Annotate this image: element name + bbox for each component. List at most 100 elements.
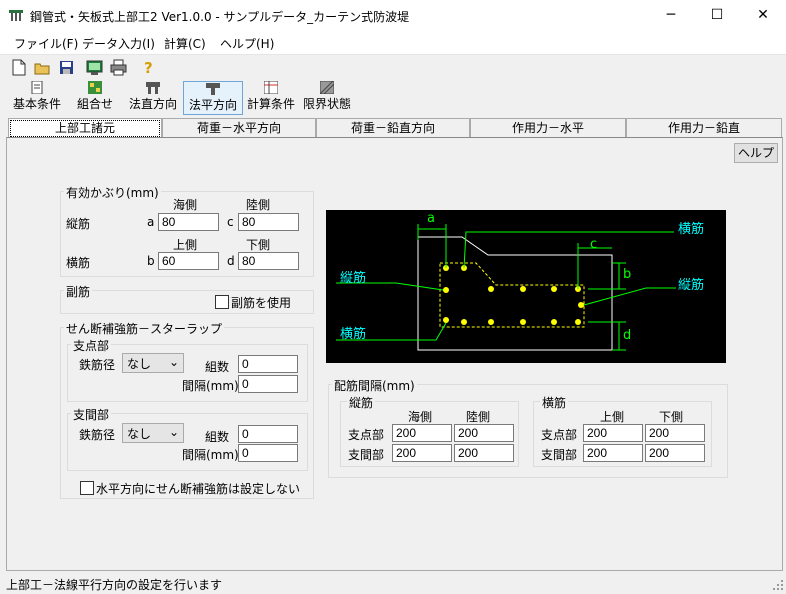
- cover-col-up: 上側: [173, 238, 198, 252]
- chevron-down-icon: ⌄: [168, 355, 179, 369]
- help-button[interactable]: ヘルプ: [734, 143, 778, 163]
- menu-help[interactable]: ヘルプ(H): [220, 37, 275, 51]
- shear-span-dia-label: 鉄筋径: [79, 428, 116, 442]
- hatch-icon: [319, 80, 335, 95]
- cover-c-label: c: [227, 215, 234, 229]
- diagram-label-tate-left: 縦筋: [340, 271, 367, 286]
- cover-row-horizontal: 横筋: [66, 256, 91, 270]
- shear-support-dia-label: 鉄筋径: [79, 358, 116, 372]
- spacing-group-title: 配筋間隔(mm): [332, 377, 417, 394]
- shear-support-dia-select[interactable]: なし ⌄: [122, 353, 184, 373]
- cover-col-down: 下側: [246, 238, 271, 252]
- sub-bar-group: [60, 290, 314, 314]
- tab-load-horizontal[interactable]: 荷重－水平方向: [162, 118, 316, 138]
- shear-span-title: 支間部: [71, 406, 112, 423]
- toolbar-basic-conditions[interactable]: 基本条件: [8, 80, 66, 113]
- dim-b-label: b: [623, 267, 632, 282]
- menu-calc[interactable]: 計算(C): [164, 37, 206, 51]
- shear-span-dia-select[interactable]: なし ⌄: [122, 423, 184, 443]
- maximize-button[interactable]: ☐: [710, 7, 724, 23]
- spacing-horizontal-support-down[interactable]: [645, 424, 705, 442]
- spacing-horizontal-row2: 支間部: [541, 448, 578, 462]
- section-icon: [146, 81, 160, 94]
- spacing-horizontal-support-up[interactable]: [583, 424, 643, 442]
- resize-grip-icon[interactable]: [772, 579, 784, 591]
- shear-span-spacing-label: 間隔(mm): [182, 448, 239, 462]
- section-icon: [206, 82, 220, 95]
- cover-a-label: a: [147, 215, 155, 229]
- spacing-vertical-col2: 陸側: [466, 410, 491, 424]
- sub-bar-title: 副筋: [64, 283, 93, 300]
- shear-span-count-input[interactable]: [238, 425, 298, 443]
- save-icon[interactable]: [58, 59, 75, 76]
- shear-support-count-input[interactable]: [238, 355, 298, 373]
- shear-support-count-label: 組数: [205, 360, 230, 374]
- toolbar-parallel-direction[interactable]: 法平方向: [183, 81, 243, 115]
- spacing-horizontal-span-down[interactable]: [645, 444, 705, 462]
- diagram-label-yoko-top: 横筋: [678, 222, 705, 237]
- cover-d-label: d: [227, 254, 235, 268]
- dim-a-label: a: [427, 211, 435, 226]
- toolbar-combination[interactable]: 組合せ: [66, 81, 124, 113]
- cover-group: [60, 191, 314, 277]
- cover-a-input[interactable]: [158, 213, 219, 231]
- toolbar-normal-direction[interactable]: 法直方向: [124, 81, 182, 113]
- cover-c-input[interactable]: [238, 213, 299, 231]
- print-icon[interactable]: [110, 59, 127, 76]
- cover-b-input[interactable]: [158, 252, 219, 270]
- spacing-vertical-support-land[interactable]: [454, 424, 514, 442]
- minimize-button[interactable]: ─: [666, 7, 676, 23]
- shear-span-count-label: 組数: [205, 430, 230, 444]
- spacing-horizontal-group: [533, 401, 712, 467]
- rebar-diagram-svg: [336, 224, 676, 351]
- spacing-vertical-title: 縦筋: [347, 394, 376, 411]
- dim-c-label: c: [590, 237, 598, 252]
- open-folder-icon[interactable]: [34, 59, 51, 76]
- spacing-horizontal-title: 横筋: [540, 394, 569, 411]
- spacing-vertical-support-sea[interactable]: [392, 424, 452, 442]
- menu-file[interactable]: ファイル(F): [14, 37, 79, 51]
- toolbar-limit-state[interactable]: 限界状態: [298, 80, 356, 113]
- dim-d-label: d: [623, 328, 632, 343]
- tab-superstructure[interactable]: 上部工諸元: [8, 118, 162, 139]
- toolbar-calc-conditions[interactable]: 計算条件: [242, 80, 300, 113]
- spacing-vertical-span-land[interactable]: [454, 444, 514, 462]
- sub-bar-checkbox-label: 副筋を使用: [231, 296, 292, 310]
- no-horizontal-shear-checkbox[interactable]: [80, 481, 94, 495]
- close-button[interactable]: ✕: [757, 7, 769, 23]
- tab-force-vertical[interactable]: 作用力－鉛直: [626, 118, 782, 138]
- table-icon: [263, 80, 279, 95]
- spacing-group: [328, 384, 728, 478]
- cover-row-vertical: 縦筋: [66, 217, 91, 231]
- window-title: 鋼管式・矢板式上部工2 Ver1.0.0 - サンプルデータ_カーテン式防波堤: [30, 10, 410, 24]
- spacing-vertical-row2: 支間部: [348, 448, 385, 462]
- shear-support-spacing-input[interactable]: [238, 375, 298, 393]
- spacing-vertical-group: [340, 401, 519, 467]
- svg-text:?: ?: [144, 59, 153, 76]
- cover-group-title: 有効かぶり(mm): [64, 184, 161, 201]
- tab-load-vertical[interactable]: 荷重－鉛直方向: [316, 118, 470, 138]
- cover-b-label: b: [147, 254, 155, 268]
- chevron-down-icon: ⌄: [168, 425, 179, 439]
- menu-data-input[interactable]: データ入力(I): [82, 37, 155, 51]
- shear-group-title: せん断補強筋－スターラップ: [64, 320, 225, 337]
- spacing-horizontal-span-up[interactable]: [583, 444, 643, 462]
- shear-span-spacing-input[interactable]: [238, 444, 298, 462]
- diagram-label-yoko-bottom: 横筋: [340, 327, 367, 342]
- shear-support-title: 支点部: [71, 337, 112, 354]
- sub-bar-checkbox[interactable]: [215, 295, 229, 309]
- cover-d-input[interactable]: [238, 252, 299, 270]
- cover-col-sea: 海側: [173, 198, 198, 212]
- shear-support-spacing-label: 間隔(mm): [182, 379, 239, 393]
- tab-force-horizontal[interactable]: 作用力－水平: [470, 118, 626, 138]
- help-icon[interactable]: ?: [140, 59, 157, 77]
- calc-icon[interactable]: [86, 59, 103, 76]
- spacing-horizontal-col2: 下側: [659, 410, 684, 424]
- menu-bar: [0, 30, 786, 55]
- status-text: 上部工－法線平行方向の設定を行います: [6, 578, 223, 592]
- new-file-icon[interactable]: [10, 59, 27, 76]
- spacing-vertical-span-sea[interactable]: [392, 444, 452, 462]
- shear-support-group: [67, 344, 308, 402]
- cover-col-land: 陸側: [246, 198, 271, 212]
- grid-icon: [88, 81, 102, 94]
